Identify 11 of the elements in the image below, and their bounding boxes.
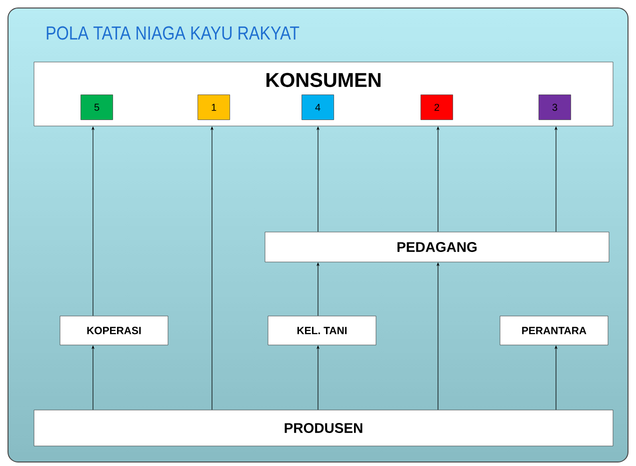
number-box: 1	[198, 94, 230, 120]
title: POLA TATA NIAGA KAYU RAKYAT	[46, 26, 300, 40]
number-box: 4	[302, 94, 334, 120]
cooperative-box: KOPERASI	[60, 316, 168, 346]
number-box: 3	[538, 94, 571, 120]
farmer-group-box: KEL. TANI	[268, 316, 376, 346]
number-box: 2	[420, 94, 453, 120]
producer-box: PRODUSEN	[34, 410, 614, 446]
trader-box: PEDAGANG	[264, 232, 610, 262]
number-box: 5	[80, 94, 113, 120]
broker-box: PERANTARA	[500, 316, 608, 346]
